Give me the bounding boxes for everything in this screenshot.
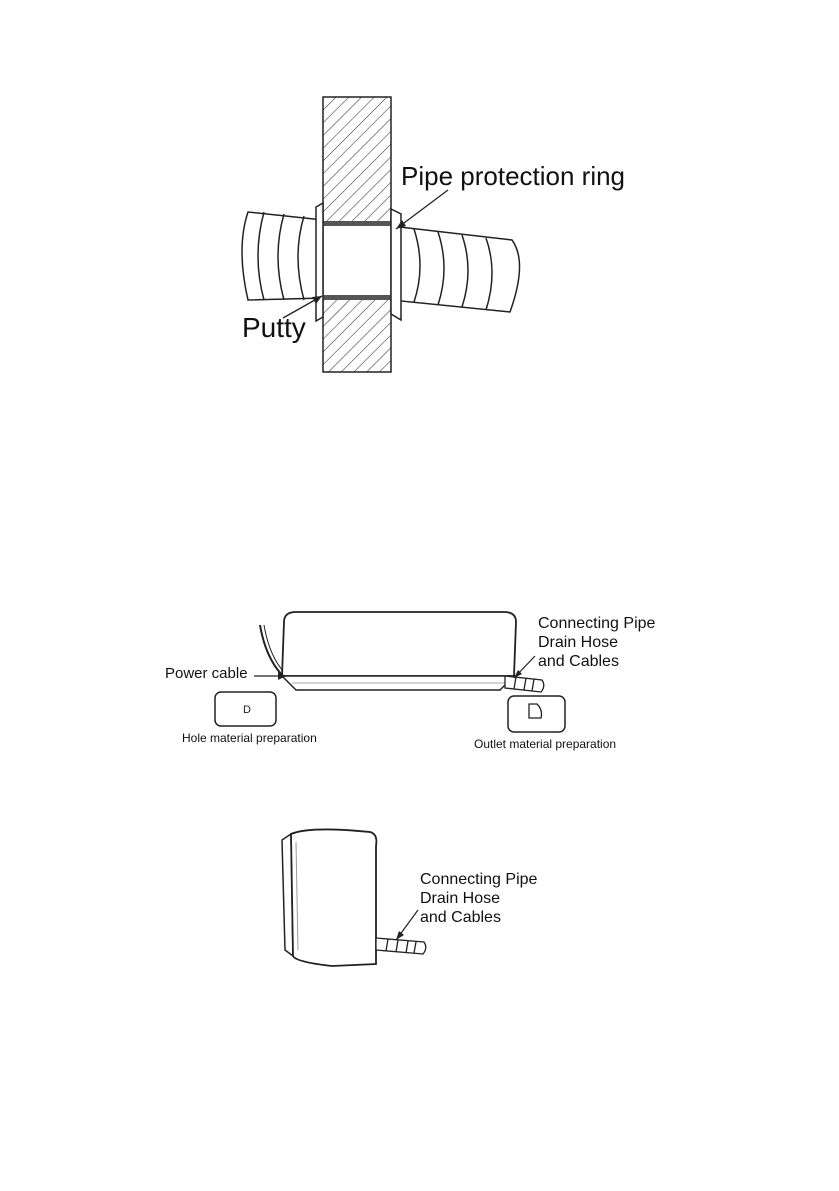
indoor-unit-body: [282, 612, 516, 676]
hole-glyph: D: [243, 704, 251, 716]
pipe-right: [391, 226, 520, 312]
label-power-cable: Power cable: [165, 666, 248, 681]
label-pipe-protection-ring: Pipe protection ring: [401, 163, 625, 189]
side-unit-body: [291, 829, 376, 966]
label-putty: Putty: [242, 314, 306, 342]
label-and-cables-side: and Cables: [420, 910, 501, 926]
wall-pipe-svg: [0, 0, 839, 400]
label-outlet-material: Outlet material preparation: [474, 738, 616, 750]
side-pipe-bundle: [376, 938, 426, 954]
flange-left: [316, 203, 323, 321]
label-drain-hose-side: Drain Hose: [420, 891, 500, 907]
front-view-diagram: D Power cable Connecting Pipe Drain Hose…: [0, 600, 839, 760]
wall-pipe-diagram: Pipe protection ring Putty: [0, 0, 839, 400]
pipe-bundle-right: [505, 676, 544, 692]
protection-sleeve: [323, 222, 391, 298]
label-drain-hose: Drain Hose: [538, 635, 618, 651]
label-connecting-pipe: Connecting Pipe: [538, 616, 655, 632]
front-view-svg: D: [0, 600, 839, 760]
label-connecting-pipe-side: Connecting Pipe: [420, 872, 537, 888]
label-hole-material: Hole material preparation: [182, 732, 317, 744]
label-and-cables: and Cables: [538, 654, 619, 670]
power-cable: [260, 625, 285, 678]
pipe-left: [242, 212, 323, 300]
side-view-diagram: Connecting Pipe Drain Hose and Cables: [0, 820, 839, 980]
